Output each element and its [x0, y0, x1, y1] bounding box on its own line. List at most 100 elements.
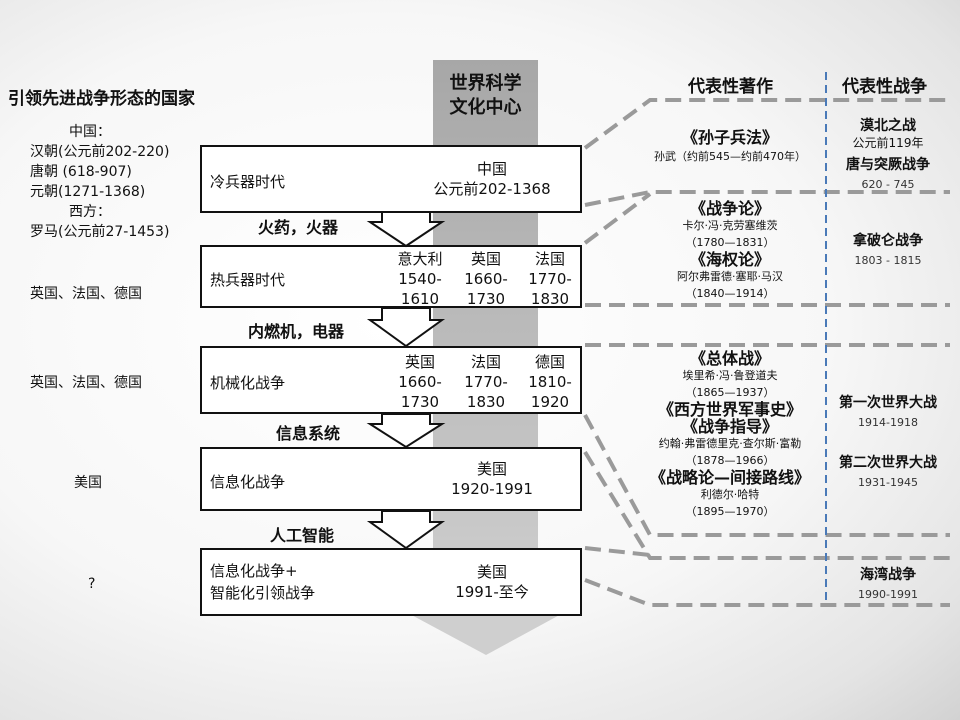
era-name: 热兵器时代 — [210, 271, 286, 289]
war-entry: 第二次世界大战 1931-1945 — [832, 454, 944, 492]
era-column: 美国 1991-至今 — [422, 562, 562, 602]
country-label: 罗马(公元前27-1453) — [30, 224, 170, 240]
war-name: 第二次世界大战 — [839, 455, 937, 471]
work-title: 《海权论》 — [689, 250, 770, 269]
work-years: （1895—1970） — [685, 505, 775, 518]
column-years: 1830 — [466, 393, 506, 411]
column-years: 1540- — [398, 270, 442, 288]
work-author: 埃里希·冯·鲁登道夫 — [682, 369, 778, 382]
column-years: 1991-至今 — [455, 583, 529, 601]
funnel-dashes — [583, 98, 950, 607]
column-years: 1660- — [398, 373, 442, 391]
column-years: 1770- — [464, 373, 508, 391]
column-country: 德国 — [534, 353, 565, 371]
era-name: 机械化战争 — [210, 374, 286, 392]
column-country: 法国 — [470, 353, 501, 371]
era-column: 法国 1770- 1830 — [520, 249, 580, 309]
era-box-informatized: 信息化战争 美国 1920-1991 — [200, 447, 582, 511]
war-year: 1803 - 1815 — [854, 254, 922, 267]
work-title: 《孙子兵法》 — [681, 128, 778, 147]
column-country: 法国 — [534, 250, 565, 268]
country-group-ancient: 中国： 汉朝(公元前202-220) 唐朝 (618-907) 元朝(1271-… — [30, 122, 170, 242]
work-years: （1840—1914） — [685, 287, 775, 300]
work-author: 利德尔·哈特 — [700, 488, 760, 501]
column-years: 1810- — [528, 373, 572, 391]
war-entry: 漠北之战 公元前119年 — [832, 118, 944, 152]
tech-label: 内燃机，电器 — [248, 322, 345, 341]
war-name: 海湾战争 — [860, 567, 916, 583]
era-box-cold-weapons: 冷兵器时代 中国 公元前202-1368 — [200, 145, 582, 213]
center-title: 世界科学 文化中心 — [433, 72, 538, 120]
country-label: 汉朝(公元前202-220) — [30, 144, 170, 160]
column-years: 1920 — [530, 393, 570, 411]
column-country: 中国 — [476, 160, 507, 178]
era-column: 英国 1660- 1730 — [456, 249, 516, 309]
war-entry: 第一次世界大战 1914-1918 — [832, 394, 944, 432]
era-box-firearms: 热兵器时代 意大利 1540- 1610 英国 1660- 1730 法国 17… — [200, 245, 582, 308]
era-name: 信息化战争+ 智能化引领战争 — [210, 560, 315, 604]
column-country: 英国 — [404, 353, 435, 371]
work-years: （1878—1966） — [685, 454, 775, 467]
tech-label: 信息系统 — [276, 424, 341, 443]
work-author: 约翰·弗雷德里克·查尔斯·富勒 — [658, 437, 802, 450]
column-years: 1730 — [466, 290, 506, 308]
column-years: 公元前202-1368 — [433, 180, 551, 198]
work-author: 阿尔弗雷德·塞耶·马汉 — [677, 270, 783, 283]
work-title: 《总体战》 — [689, 349, 770, 368]
era-name: 信息化战争 — [210, 473, 286, 491]
war-entry: 唐与突厥战争 620 - 745 — [832, 156, 944, 194]
work-years: （1865—1937） — [685, 386, 775, 399]
era-column: 英国 1660- 1730 — [390, 352, 450, 412]
war-year: 1914-1918 — [858, 416, 918, 429]
column-country: 美国 — [476, 460, 507, 478]
wars-header: 代表性战争 — [842, 77, 927, 97]
work-entry: 《战争论》 卡尔·冯·克劳塞维茨 （1780—1831） 《海权论》 阿尔弗雷德… — [640, 200, 820, 302]
country-label: 唐朝 (618-907) — [30, 164, 132, 180]
era-column: 意大利 1540- 1610 — [390, 249, 450, 309]
work-title: 《西方世界军事史》 — [657, 400, 802, 419]
era-column: 德国 1810- 1920 — [520, 352, 580, 412]
war-name: 漠北之战 — [860, 118, 916, 134]
war-name: 第一次世界大战 — [839, 395, 937, 411]
column-years: 1920-1991 — [451, 480, 533, 498]
country-group-information: 美国 — [74, 475, 102, 491]
column-country: 英国 — [470, 250, 501, 268]
tech-label: 火药，火器 — [258, 218, 339, 237]
war-name: 唐与突厥战争 — [846, 157, 930, 173]
war-entry: 海湾战争 1990-1991 — [832, 566, 944, 604]
country-label: 中国： — [69, 124, 111, 140]
war-entry: 拿破仑战争 1803 - 1815 — [832, 232, 944, 270]
era-column: 美国 1920-1991 — [422, 459, 562, 499]
works-header: 代表性著作 — [688, 77, 773, 97]
era-name: 冷兵器时代 — [210, 173, 286, 191]
tech-label: 人工智能 — [270, 526, 335, 545]
work-author: 卡尔·冯·克劳塞维茨 — [682, 219, 778, 232]
column-years: 1830 — [530, 290, 570, 308]
war-year: 620 - 745 — [861, 178, 915, 191]
work-title: 《战争论》 — [689, 199, 770, 218]
left-title: 引领先进战争形态的国家 — [8, 89, 195, 109]
war-name: 拿破仑战争 — [853, 233, 923, 249]
war-year: 1990-1991 — [858, 588, 918, 601]
war-year: 1931-1945 — [858, 476, 918, 489]
country-group-intelligent: ? — [88, 576, 96, 592]
era-name-line: 智能化引领战争 — [210, 584, 316, 602]
era-column: 法国 1770- 1830 — [456, 352, 516, 412]
column-years: 1610 — [400, 290, 440, 308]
column-years: 1730 — [400, 393, 440, 411]
column-years: 1660- — [464, 270, 508, 288]
era-box-intelligent: 信息化战争+ 智能化引领战争 美国 1991-至今 — [200, 548, 582, 616]
column-country: 意大利 — [397, 250, 443, 268]
work-years: （1780—1831） — [685, 236, 775, 249]
center-title-line: 文化中心 — [449, 97, 522, 118]
column-years: 1770- — [528, 270, 572, 288]
column-country: 美国 — [476, 563, 507, 581]
work-entry: 《总体战》 埃里希·冯·鲁登道夫 （1865—1937） 《西方世界军事史》 《… — [630, 350, 830, 520]
era-name-line: 信息化战争+ — [210, 562, 298, 580]
era-column: 中国 公元前202-1368 — [422, 159, 562, 199]
country-group-mechanized: 英国、法国、德国 — [30, 375, 142, 391]
work-entry: 《孙子兵法》 孙武（约前545—约前470年） — [640, 124, 820, 164]
war-year: 公元前119年 — [852, 136, 924, 150]
work-author: 孙武（约前545—约前470年） — [654, 150, 806, 163]
country-label: 元朝(1271-1368) — [30, 184, 146, 200]
